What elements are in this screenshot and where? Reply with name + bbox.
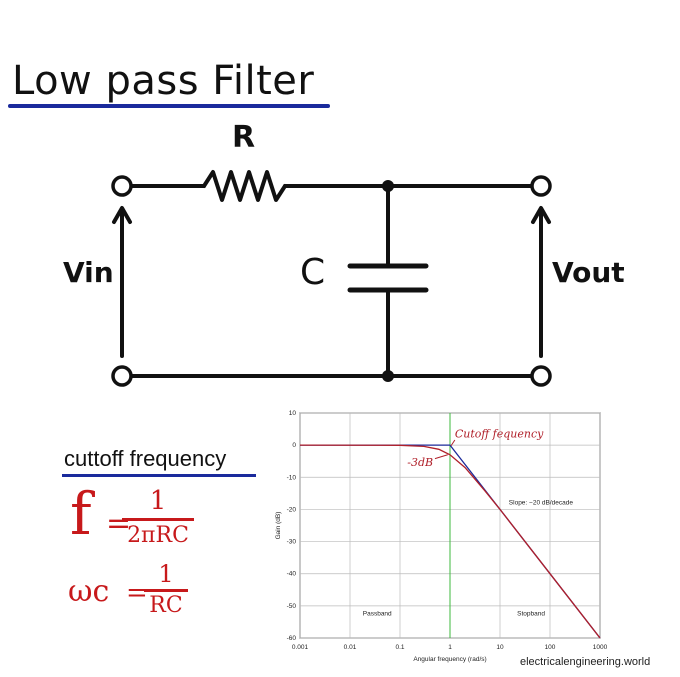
y-axis-label: Gain (dB) [275,512,282,540]
omega-equals: = [126,578,148,608]
y-tick-label: -30 [287,539,297,546]
f-fraction-bar [122,518,194,521]
series-line-2 [299,444,601,639]
x-tick-label: 0.01 [344,644,357,651]
minus3db-annotation: -3dB [407,456,433,469]
terminal-out-top [530,175,552,197]
x-tick-label: 0.001 [292,644,309,651]
x-tick-label: 1 [448,644,452,651]
vin-label: Vin [63,256,114,289]
stopband-label: Stopband [517,611,545,618]
f-numerator: 1 [149,486,167,516]
f-denominator: 2πRC [127,523,189,548]
capacitor-label: C [300,252,326,293]
passband-label: Passband [363,611,392,618]
x-axis-label: Angular frequency (rad/s) [413,656,486,663]
credit-text: electricalengineering.world [520,656,651,668]
terminal-in-bottom [111,365,133,387]
y-tick-label: -20 [287,506,297,513]
minus3db-arrow [434,454,448,460]
omega-fraction: 1 RC [144,560,188,618]
terminal-out-bottom [530,365,552,387]
f-symbol: f [70,480,92,548]
y-tick-label: -10 [287,474,297,481]
omega-numerator: 1 [158,560,174,588]
x-tick-label: 0.1 [395,644,404,651]
x-tick-label: 10 [496,644,504,651]
cutoff-annotation: Cutoff fequency [455,427,544,440]
terminal-in-top [111,175,133,197]
circuit-diagram [111,170,552,387]
junction-top [382,180,394,192]
cutoff-annotation-arrow [450,439,456,447]
omega-denominator: RC [149,593,183,618]
y-tick-label: -60 [287,635,297,642]
f-equals: = [106,506,132,541]
omega-fraction-bar [144,589,188,592]
resistor-label: R [232,120,256,155]
x-tick-label: 1000 [593,644,608,651]
y-tick-label: 0 [292,442,296,449]
cutoff-underline [62,474,256,477]
junction-bottom [382,370,394,382]
f-fraction: 1 2πRC [122,486,194,548]
y-tick-label: 10 [289,410,297,417]
x-tick-label: 100 [545,644,556,651]
slope-annotation: Slope: −20 dB/decade [509,500,574,507]
vout-label: Vout [552,256,625,289]
omega-symbol: ωc [68,574,110,609]
resistor [202,170,287,202]
y-tick-label: -50 [287,603,297,610]
title-underline [8,104,330,108]
y-tick-label: -40 [287,571,297,578]
page-title: Low pass Filter [12,58,315,104]
cutoff-heading: cuttoff frequency [64,446,227,471]
